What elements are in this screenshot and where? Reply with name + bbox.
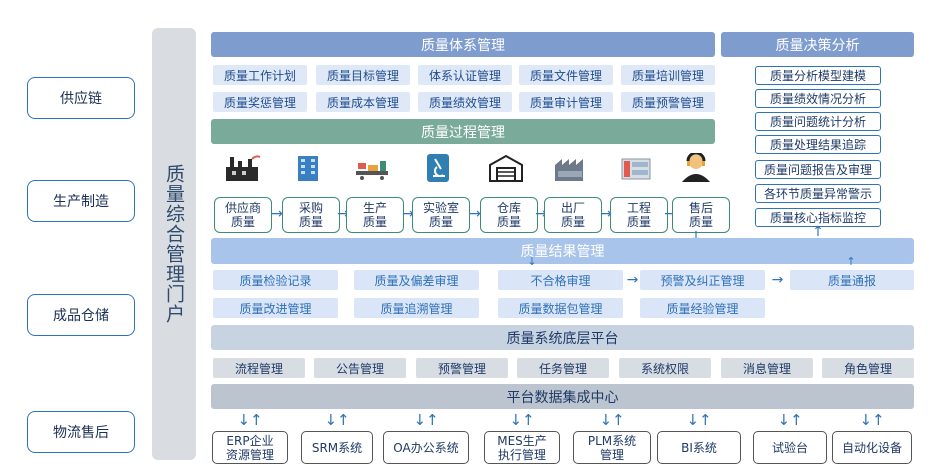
result-item: 质量改进管理	[213, 298, 338, 318]
process-arrow: →	[535, 206, 547, 222]
result-down-arrow: ↓	[527, 254, 537, 268]
process-step: 出厂质量	[544, 197, 602, 233]
process-down-arrow: ↓	[690, 229, 702, 245]
result-arrow: →	[771, 272, 784, 288]
sync-arrows-icon: ↓↑	[413, 411, 439, 429]
quality-system-item: 质量目标管理	[316, 65, 410, 85]
decision-header: 质量决策分析	[721, 32, 914, 57]
process-arrow: →	[469, 206, 481, 222]
sync-arrows-icon: ↓↑	[509, 411, 535, 429]
integration-system: PLM系统管理	[573, 431, 651, 464]
result-item: 质量追溯管理	[354, 298, 479, 318]
process-arrow: →	[271, 206, 283, 222]
result-up-arrow: ↑	[846, 254, 856, 268]
result-item: 质量及偏差审理	[354, 270, 479, 290]
machine-icon	[616, 153, 656, 183]
platform-item: 流程管理	[213, 358, 305, 378]
results-header: 质量结果管理	[211, 238, 914, 264]
integration-system: 试验台	[753, 431, 827, 464]
process-arrow: →	[664, 206, 676, 222]
result-item: 预警及纠正管理	[640, 270, 765, 290]
quality-system-item: 体系认证管理	[418, 65, 512, 85]
platform-item: 消息管理	[721, 358, 813, 378]
process-step: 供应商质量	[214, 197, 272, 233]
sync-arrows-icon: ↓↑	[859, 411, 885, 429]
platform-item: 预警管理	[416, 358, 508, 378]
stage-manufacturing: 生产制造	[27, 180, 135, 222]
decision-item: 质量处理结果追踪	[755, 135, 881, 154]
result-item: 质量经验管理	[640, 298, 765, 318]
stage-warehouse: 成品仓储	[27, 294, 135, 336]
result-item: 不合格审理	[498, 270, 623, 290]
sync-arrows-icon: ↓↑	[599, 411, 625, 429]
process-step: 售后质量	[672, 197, 730, 233]
sync-arrows-icon: ↓↑	[237, 411, 263, 429]
quality-system-header: 质量体系管理	[211, 32, 715, 57]
platform-item: 角色管理	[822, 358, 914, 378]
result-arrow: →	[626, 272, 639, 288]
quality-system-item: 质量绩效管理	[418, 92, 512, 112]
result-item: 质量通报	[790, 270, 914, 290]
result-item: 质量数据包管理	[498, 298, 623, 318]
integration-header: 平台数据集成中心	[211, 384, 914, 409]
decision-item: 质量绩效情况分析	[755, 89, 881, 108]
process-step: 生产质量	[346, 197, 404, 233]
platform-item: 系统权限	[619, 358, 711, 378]
factory-icon	[222, 153, 262, 183]
platform-header: 质量系统底层平台	[211, 325, 914, 350]
sync-arrows-icon: ↓↑	[324, 411, 350, 429]
result-item: 质量检验记录	[213, 270, 338, 290]
integration-system: BI系统	[657, 431, 741, 464]
process-header: 质量过程管理	[211, 119, 715, 144]
platform-item: 公告管理	[314, 358, 406, 378]
integration-system: OA办公系统	[383, 431, 469, 464]
decision-item: 质量问题报告及审理	[755, 160, 881, 179]
process-step: 仓库质量	[480, 197, 538, 233]
decision-item: 质量问题统计分析	[755, 112, 881, 131]
decision-item: 质量核心指标监控	[755, 208, 881, 227]
process-arrow: →	[337, 206, 349, 222]
process-step: 实验室质量	[412, 197, 470, 233]
microscope-icon	[418, 153, 458, 183]
quality-system-item: 质量审计管理	[519, 92, 613, 112]
quality-system-item: 质量奖惩管理	[213, 92, 307, 112]
decision-item: 质量分析模型建模	[755, 66, 881, 85]
sync-arrows-icon: ↓↑	[777, 411, 803, 429]
integration-system: 自动化设备	[832, 431, 912, 464]
decision-item: 各环节质量异常警示	[755, 184, 881, 203]
warehouse-icon	[486, 153, 526, 183]
integration-system: ERP企业资源管理	[212, 431, 288, 464]
sync-arrows-icon: ↓↑	[686, 411, 712, 429]
plant-icon	[550, 153, 590, 183]
portal-title: 质量综合管理门户	[152, 28, 196, 460]
stage-supply-chain: 供应链	[27, 77, 135, 119]
process-step: 采购质量	[282, 197, 340, 233]
decision-up-arrow: ↑	[812, 224, 824, 240]
quality-system-item: 质量成本管理	[316, 92, 410, 112]
quality-system-item: 质量工作计划	[213, 65, 307, 85]
process-step: 工程质量	[610, 197, 668, 233]
building-icon	[288, 153, 328, 183]
integration-system: SRM系统	[301, 431, 373, 464]
quality-system-item: 质量预警管理	[621, 92, 715, 112]
quality-system-item: 质量培训管理	[621, 65, 715, 85]
integration-system: MES生产执行管理	[484, 431, 560, 464]
production-line-icon	[352, 153, 392, 183]
process-arrow: →	[600, 206, 612, 222]
stage-logistics: 物流售后	[27, 411, 135, 453]
process-arrow: →	[402, 206, 414, 222]
quality-system-item: 质量文件管理	[519, 65, 613, 85]
service-agent-icon	[676, 153, 716, 183]
platform-item: 任务管理	[517, 358, 609, 378]
